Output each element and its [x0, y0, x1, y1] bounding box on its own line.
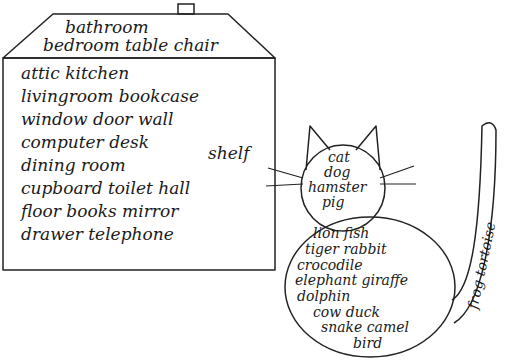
word-list: dining room [21, 156, 126, 174]
outline-path [285, 217, 455, 357]
word-list: bird [353, 336, 382, 351]
word-list: hamster [308, 180, 366, 195]
word-list: livingroom bookcase [21, 87, 199, 105]
word-list: bathroom [65, 18, 149, 36]
house-body: attic kitchen livingroom bookcase window d… [3, 58, 275, 270]
word-list: elephant giraffe [295, 273, 408, 288]
word-list: crocodile [297, 258, 362, 273]
outline-path [3, 58, 275, 270]
word-list: window door wall [21, 110, 173, 128]
word-list: cupboard toilet hall [21, 179, 190, 197]
house-roof: bathroombedroom table chair [3, 14, 275, 60]
word-list: bedroom table chair [43, 36, 218, 54]
outline-path [3, 14, 275, 58]
outline-path [301, 126, 385, 231]
word-list: computer desk [21, 133, 149, 151]
word-list: shelf [208, 144, 249, 162]
word-list: dog [324, 165, 350, 180]
word-list: dolphin [297, 289, 350, 304]
cat-body: lion fishtiger rabbitcrocodileelephant g… [283, 212, 458, 359]
word-list: cow duck [313, 305, 380, 320]
word-list: lion fish [313, 226, 369, 241]
word-list: pig [322, 195, 344, 210]
word-list: tiger rabbit [305, 242, 387, 257]
word-list: drawer telephone [21, 225, 174, 243]
word-list: frog tortoise [462, 205, 502, 325]
word-list: attic kitchen [21, 64, 129, 82]
word-list: snake camel [321, 320, 409, 335]
cat-tail: frog tortoise [452, 118, 507, 333]
chimney [178, 4, 194, 14]
word-list: cat [328, 150, 350, 165]
word-list: floor books mirror [21, 202, 178, 220]
